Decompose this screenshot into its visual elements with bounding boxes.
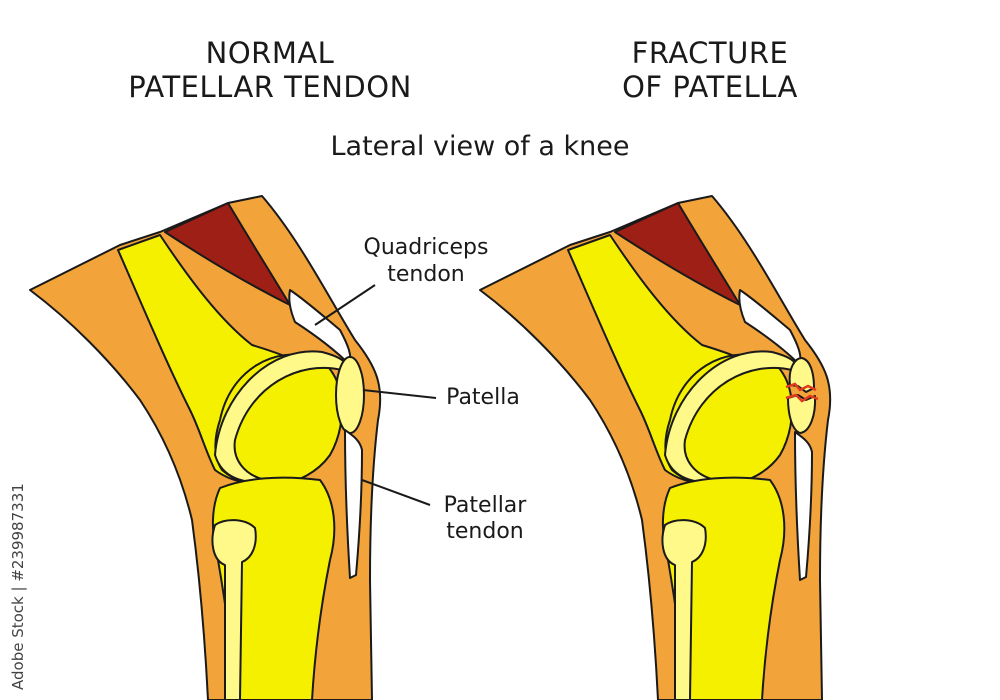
knee-normal (29, 195, 382, 700)
knee-fracture (479, 195, 832, 700)
fibula-left (211, 519, 257, 700)
label-quadriceps-tendon-line1: Quadriceps (363, 235, 489, 260)
title-fracture-of-patella: FRACTURE OF PATELLA (622, 36, 798, 104)
leader-lines (314, 284, 437, 506)
fracture-line-upper (785, 382, 817, 392)
fracture-line-lower (785, 393, 819, 403)
leader-quadriceps (314, 284, 376, 326)
stock-watermark: Adobe Stock | #239987331 (6, 462, 30, 692)
title-normal-patellar-tendon: NORMAL PATELLAR TENDON (128, 36, 412, 104)
label-patellar-tendon-line1: Patellar (443, 493, 527, 518)
label-quadriceps-tendon-line2: tendon (387, 262, 465, 287)
leader-patella (362, 389, 437, 399)
watermark-text: Adobe Stock | #239987331 (9, 483, 27, 690)
label-patellar-tendon-line2: tendon (446, 519, 524, 544)
patella-left (335, 356, 365, 434)
patellar-tendon-left (344, 429, 363, 579)
leader-patellar-tendon (361, 479, 431, 506)
subtitle-lateral-view: Lateral view of a knee (330, 131, 630, 162)
patella-fragment-lower (787, 394, 817, 434)
patellar-tendon-right (794, 431, 813, 581)
label-patella: Patella (446, 385, 520, 410)
fibula-right (661, 519, 707, 700)
fracture-lines (785, 382, 819, 403)
